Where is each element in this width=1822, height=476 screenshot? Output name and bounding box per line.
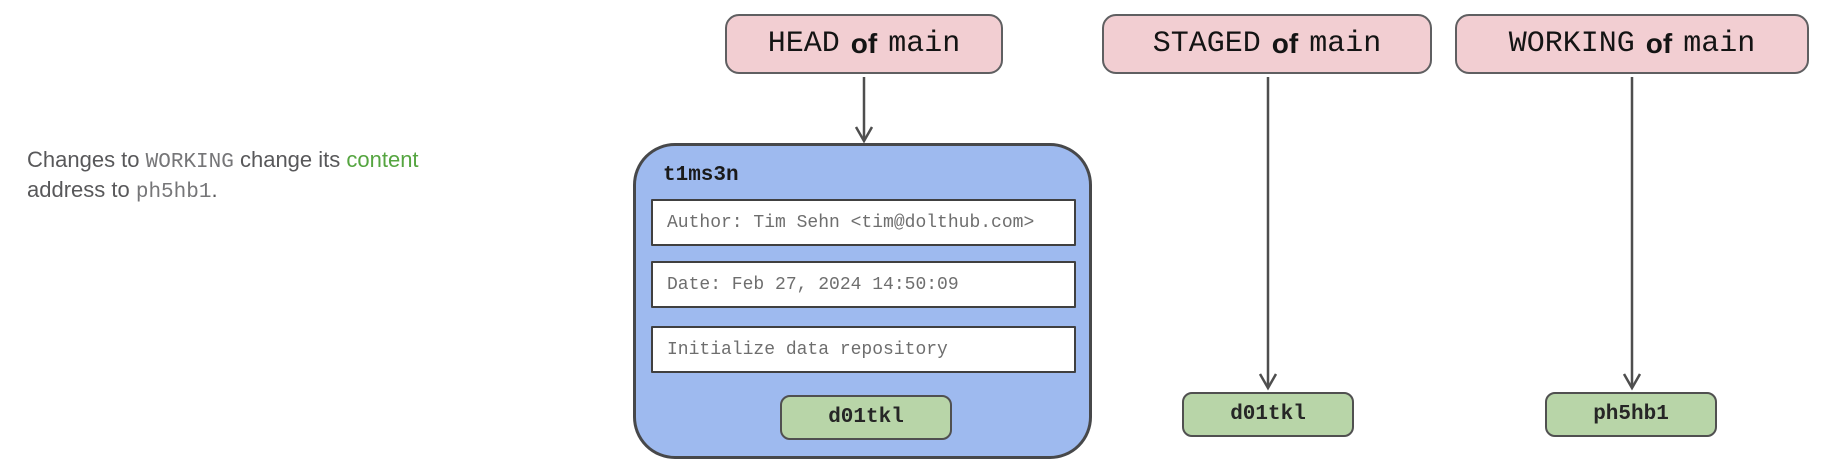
staged-ref-label: STAGED: [1152, 27, 1261, 61]
of-label: of: [850, 28, 878, 59]
commit-author-field: Author: Tim Sehn <tim@dolthub.com>: [651, 199, 1076, 246]
staged-content-address: d01tkl: [1182, 392, 1354, 437]
head-ref-label: HEAD: [767, 27, 840, 61]
caption-text: .: [211, 177, 218, 202]
of-label: of: [1271, 28, 1299, 59]
working-ref-label: WORKING: [1508, 27, 1635, 61]
branch-label: main: [1683, 27, 1756, 61]
caption-code-ph5hb1: ph5hb1: [135, 181, 212, 204]
caption-text: change its: [233, 147, 347, 172]
commit-id-label: t1ms3n: [663, 164, 739, 187]
arrow-staged-to-value: [1258, 77, 1278, 391]
branch-label: main: [888, 27, 961, 61]
commit-content-address: d01tkl: [780, 395, 952, 440]
working-pointer-box: WORKING of main: [1455, 14, 1809, 74]
caption-line-2: address to ph5hb1.: [27, 176, 467, 206]
staged-pointer-box: STAGED of main: [1102, 14, 1432, 74]
caption-highlight-content: content: [346, 147, 419, 172]
caption-text: address to: [27, 177, 136, 202]
arrow-working-to-value: [1622, 77, 1642, 391]
of-label: of: [1645, 28, 1673, 59]
branch-label: main: [1309, 27, 1382, 61]
commit-date-field: Date: Feb 27, 2024 14:50:09: [651, 261, 1076, 308]
caption-code-working: WORKING: [145, 151, 234, 174]
commit-node: t1ms3n Author: Tim Sehn <tim@dolthub.com…: [633, 143, 1092, 459]
commit-message-field: Initialize data repository: [651, 326, 1076, 373]
head-pointer-box: HEAD of main: [725, 14, 1003, 74]
working-content-address: ph5hb1: [1545, 392, 1717, 437]
caption-line-1: Changes to WORKING change its content: [27, 146, 467, 176]
caption-text: Changes to: [27, 147, 146, 172]
arrow-head-to-commit: [854, 77, 874, 144]
